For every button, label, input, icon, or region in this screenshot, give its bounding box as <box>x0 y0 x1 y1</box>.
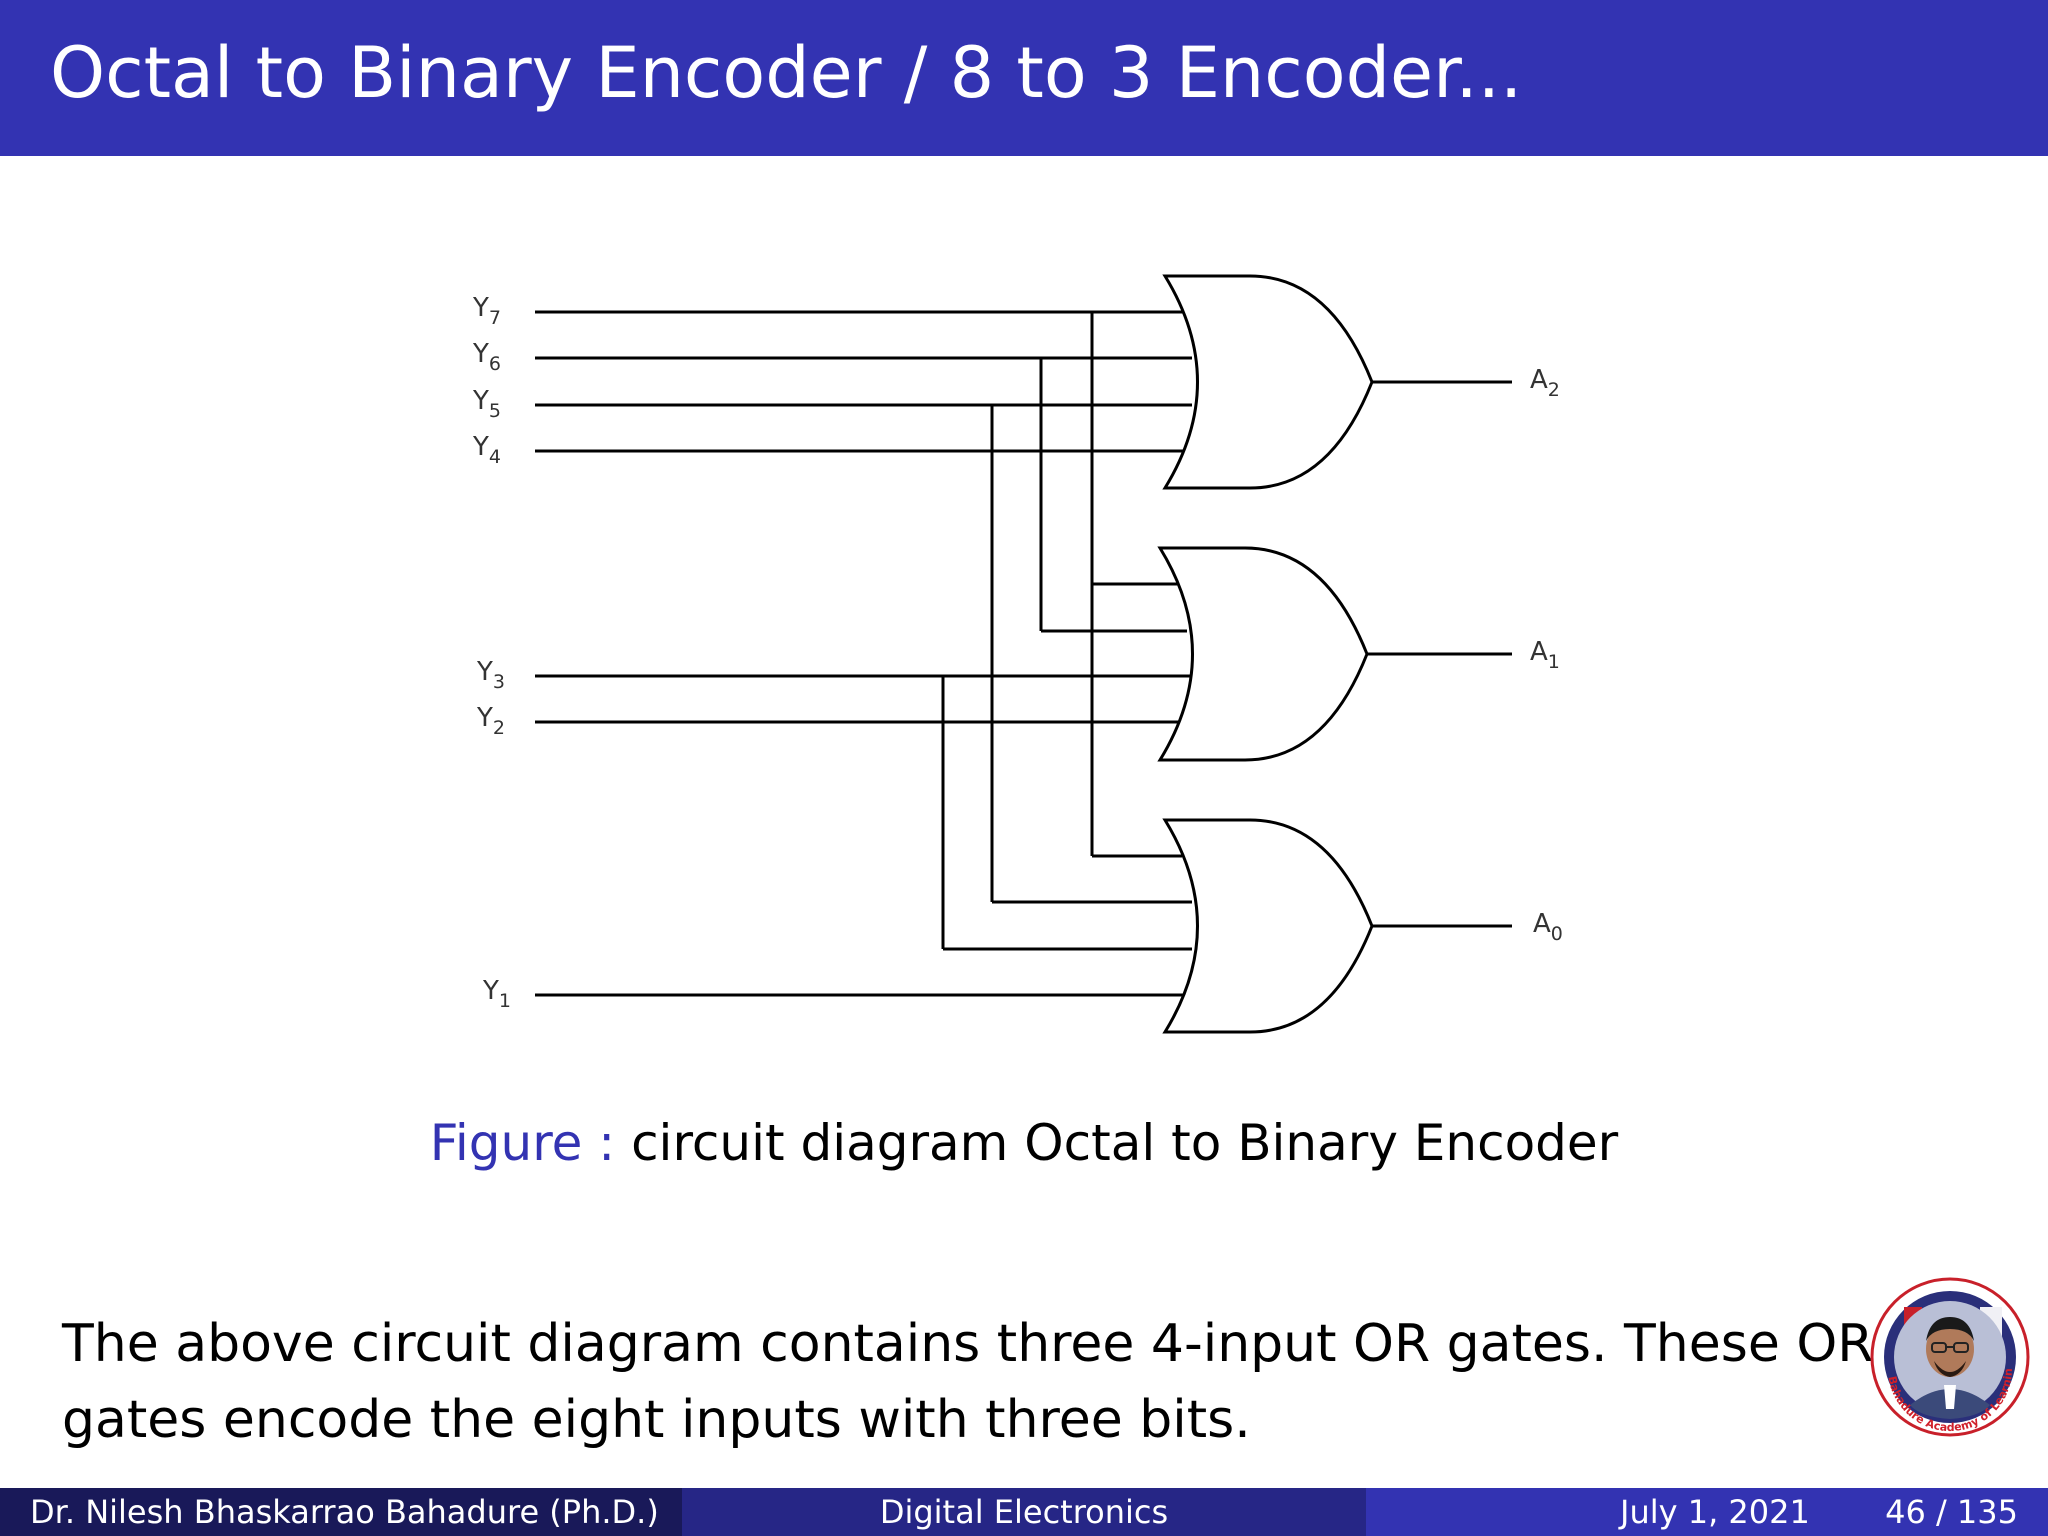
footer-author-text: Dr. Nilesh Bhaskarrao Bahadure (Ph.D.) <box>30 1493 659 1531</box>
title-bar: Octal to Binary Encoder / 8 to 3 Encoder… <box>0 0 2048 156</box>
footer-bar: Dr. Nilesh Bhaskarrao Bahadure (Ph.D.) D… <box>0 1488 2048 1536</box>
label-a0: A0 <box>1533 909 1563 945</box>
slide-title: Octal to Binary Encoder / 8 to 3 Encoder… <box>50 32 1523 114</box>
figure-caption-text: circuit diagram Octal to Binary Encoder <box>631 1114 1619 1172</box>
label-y4: Y4 <box>472 432 501 468</box>
footer-author: Dr. Nilesh Bhaskarrao Bahadure (Ph.D.) <box>0 1488 682 1536</box>
label-y5: Y5 <box>472 386 501 422</box>
label-a1: A1 <box>1530 637 1560 673</box>
footer-page-number: 46 / 135 <box>1885 1493 2018 1531</box>
label-y1: Y1 <box>482 976 511 1012</box>
body-paragraph: The above circuit diagram contains three… <box>62 1306 1922 1458</box>
figure-caption: Figure : circuit diagram Octal to Binary… <box>0 1118 2048 1168</box>
label-y2: Y2 <box>476 703 505 739</box>
label-y3: Y3 <box>476 657 505 693</box>
footer-date: July 1, 2021 <box>1620 1493 1810 1531</box>
or-gates <box>1157 274 1374 1034</box>
footer-subject: Digital Electronics <box>682 1488 1366 1536</box>
circuit-wires <box>535 310 1512 997</box>
label-y6: Y6 <box>472 339 501 375</box>
academy-logo-avatar: Bahadure Academy of Learning <box>1870 1277 2030 1437</box>
label-a2: A2 <box>1530 365 1560 401</box>
figure-label: Figure : <box>429 1114 616 1172</box>
body-line-2: gates encode the eight inputs with three… <box>62 1390 1251 1450</box>
circuit-labels: Y7 Y6 Y5 Y4 Y3 Y2 Y1 A2 A1 A0 <box>472 293 1563 1012</box>
or-gate-a1 <box>1157 546 1369 762</box>
footer-meta: July 1, 2021 46 / 135 <box>1366 1488 2048 1536</box>
or-gate-a0 <box>1162 818 1374 1034</box>
or-gate-a2 <box>1162 274 1374 490</box>
body-line-1: The above circuit diagram contains three… <box>62 1314 1874 1374</box>
label-y7: Y7 <box>472 293 501 329</box>
